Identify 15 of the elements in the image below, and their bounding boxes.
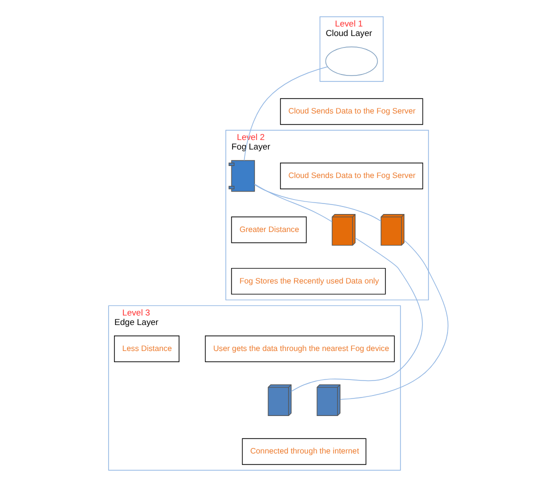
node-cloud [324,46,378,76]
connector [290,238,422,392]
node-box: Cloud Sends Data to the Fog Server [280,162,423,190]
picture [228,160,254,192]
node-box: User gets the data through the nearest Fog device [204,336,394,362]
node-box: Cloud Sends Data to the Fog Server [280,98,423,125]
connector [340,240,448,400]
connector [254,184,381,222]
node-box: Greater Distance [230,216,306,244]
node-box: Connected through the internet [241,438,366,465]
node-box: Less Distance [114,336,179,362]
connector [254,184,332,222]
connector [243,66,328,161]
cluster: Level 1 Cloud Layer [319,16,384,82]
node-box: Fog Stores the Recently used Data only [230,268,386,295]
